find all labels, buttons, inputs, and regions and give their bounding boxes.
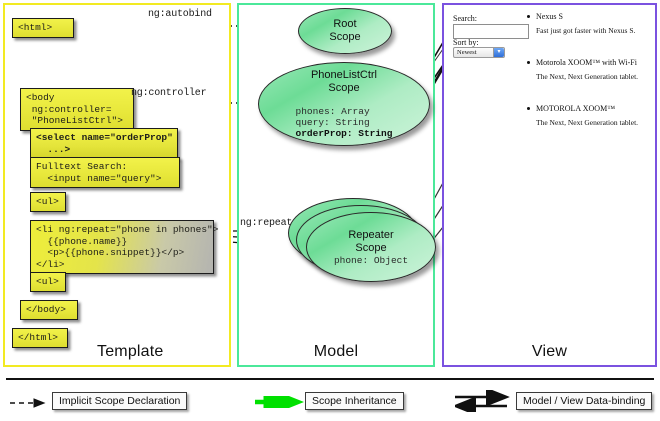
code-block-ul-close: <ul>	[30, 272, 66, 292]
ctrl-scope-props-bold: orderProp: String	[295, 128, 393, 139]
search-input[interactable]	[453, 24, 529, 39]
label-ng-repeat: ng:repeat	[240, 218, 293, 229]
code-block-input: Fulltext Search: <input name="query">	[30, 157, 180, 188]
phone-name: Nexus S	[527, 12, 635, 22]
phone-list-item: Motorola XOOM™ with Wi-Fi The Next, Next…	[527, 58, 639, 82]
search-label: Search:	[453, 14, 477, 23]
phone-name: Motorola XOOM™ with Wi-Fi	[527, 58, 638, 68]
code-block-li-repeat: <li ng:repeat="phone in phones"> {{phone…	[30, 220, 218, 274]
code-block-ul-open: <ul>	[30, 192, 66, 212]
legend-label-scope-inheritance: Scope Inheritance	[305, 392, 404, 410]
phone-list-item: MOTOROLA XOOM™ The Next, Next Generation…	[527, 104, 639, 128]
code-block-html-close: </html>	[12, 328, 68, 348]
code-block-body-open: <body ng:controller= "PhoneListCtrl">	[20, 88, 134, 131]
sort-by-label: Sort by:	[453, 38, 479, 47]
chevron-down-icon: ▾	[493, 48, 504, 57]
sort-by-select[interactable]: Newest ▾	[453, 47, 505, 58]
legend-label-implicit-scope: Implicit Scope Declaration	[52, 392, 188, 410]
bullet-icon	[527, 61, 530, 64]
phone-list-item: Nexus S Fast just got faster with Nexus …	[527, 12, 636, 36]
ctrl-scope-props-plain: phones: Array query: String	[295, 106, 370, 128]
sort-by-selected-value: Newest	[457, 49, 477, 56]
code-block-body-close: </body>	[20, 300, 78, 320]
legend-divider	[6, 378, 654, 380]
repeater-scope-props: phone: Object	[333, 254, 409, 266]
legend-icon-double-arrow	[455, 390, 510, 412]
label-ng-autobind: ng:autobind	[148, 9, 212, 20]
bullet-icon	[527, 15, 530, 18]
phone-name: MOTOROLA XOOM™	[527, 104, 638, 114]
phone-snippet: The Next, Next Generation tablet.	[536, 72, 639, 81]
code-block-html-open: <html>	[12, 18, 74, 38]
legend-icon-dashed-arrow	[10, 398, 46, 408]
panel-label-view: View	[531, 343, 568, 360]
legend-label-data-binding: Model / View Data-binding	[516, 392, 653, 410]
bullet-icon	[527, 107, 530, 110]
panel-label-template: Template	[97, 343, 164, 360]
code-block-select: <select name="orderProp" ...>	[30, 128, 178, 159]
phone-snippet: Fast just got faster with Nexus S.	[536, 26, 636, 35]
label-ng-controller: ng:controller	[131, 88, 207, 99]
panel-model: Model	[237, 3, 435, 367]
legend-icon-green-arrow	[255, 396, 304, 408]
phone-snippet: The Next, Next Generation tablet.	[536, 118, 639, 127]
panel-label-model: Model	[313, 343, 359, 360]
panel-view: View	[442, 3, 657, 367]
ctrl-scope-props: phones: Array query: String orderProp: S…	[296, 95, 393, 139]
